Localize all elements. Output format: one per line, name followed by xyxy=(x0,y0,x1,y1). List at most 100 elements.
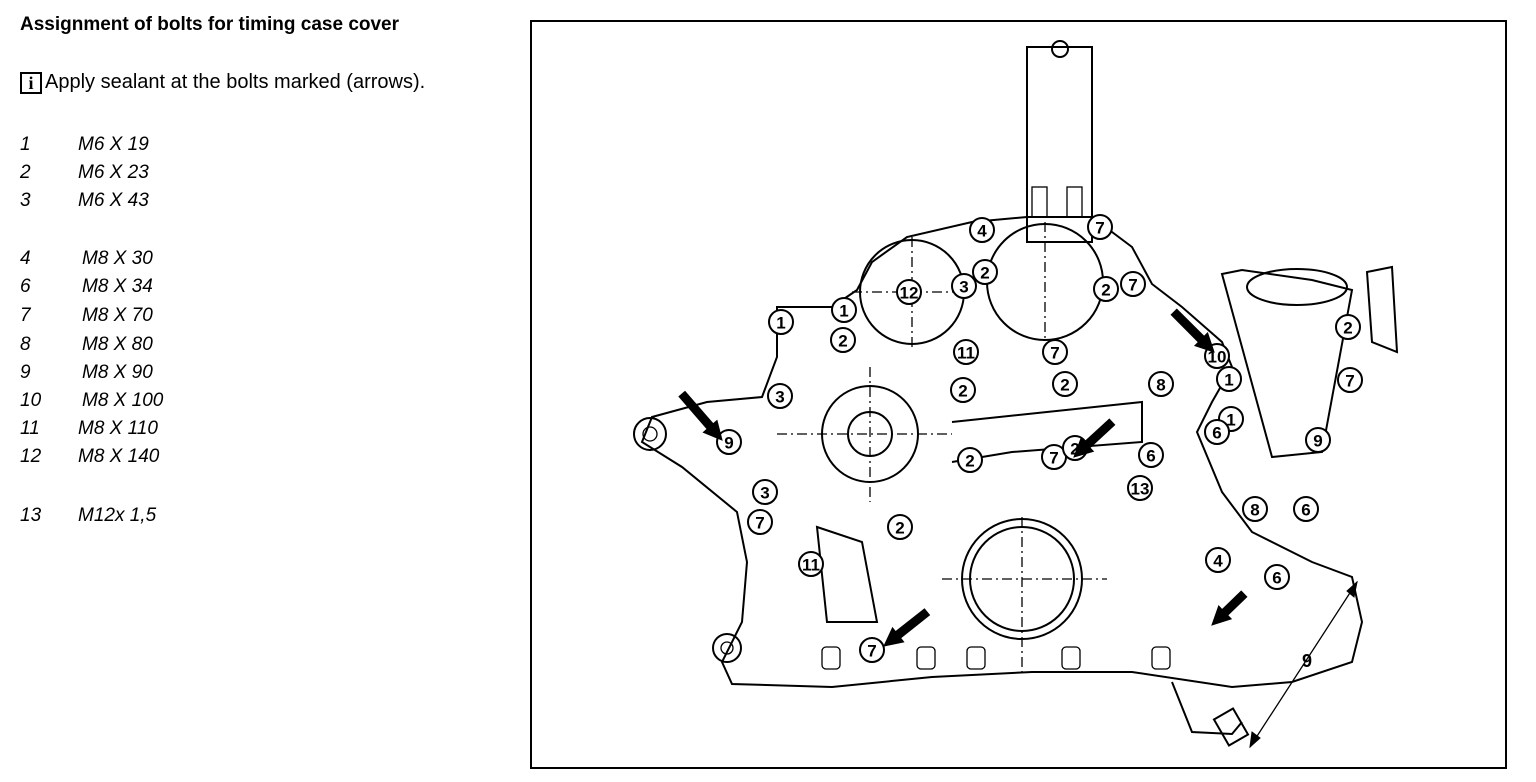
bolt-callout: 7 xyxy=(1087,214,1113,240)
callout-circle xyxy=(950,377,976,403)
callout-label: 8 xyxy=(1156,376,1165,395)
bolt-callout: 8 xyxy=(1148,371,1174,397)
callout-label: 9 xyxy=(1313,432,1322,451)
callout-circle xyxy=(716,429,742,455)
callout-circle xyxy=(1264,564,1290,590)
callout-label: 9 xyxy=(724,434,733,453)
bottom-slot xyxy=(1061,646,1081,670)
dimension-line xyxy=(1249,581,1358,748)
callout-circle xyxy=(747,509,773,535)
bolt-callout: 11 xyxy=(953,339,979,365)
info-icon: i xyxy=(20,71,42,94)
callout-label: 3 xyxy=(775,388,784,407)
callout-circle xyxy=(1093,276,1119,302)
sealant-arrow-icon xyxy=(678,390,723,441)
callout-circle xyxy=(752,479,778,505)
bolt-callout: 2 xyxy=(972,259,998,285)
left-mount-hole xyxy=(642,426,658,442)
callout-label: 7 xyxy=(1128,276,1137,295)
callout-circle xyxy=(1205,547,1231,573)
callout-circle xyxy=(896,279,922,305)
callout-label: 3 xyxy=(959,278,968,297)
callout-circle xyxy=(953,339,979,365)
bolt-number: 4 xyxy=(20,248,31,269)
callout-label: 2 xyxy=(965,452,974,471)
right-bracket xyxy=(1365,265,1399,354)
bolt-spec: M8 X 100 xyxy=(82,390,164,411)
callout-label: 3 xyxy=(760,484,769,503)
callout-label: 10 xyxy=(1208,348,1227,367)
callout-label: 7 xyxy=(1050,344,1059,363)
callout-circle xyxy=(1120,271,1146,297)
bolt-number: 6 xyxy=(20,276,31,297)
callout-label: 11 xyxy=(957,344,975,363)
bolt-callout: 2 xyxy=(1093,276,1119,302)
callout-label: 2 xyxy=(838,332,847,351)
bolt-number: 1 xyxy=(20,134,31,155)
callout-label: 2 xyxy=(958,382,967,401)
callout-circle xyxy=(859,637,885,663)
bolt-callout: 4 xyxy=(969,217,995,243)
bolt-spec: M8 X 70 xyxy=(82,305,153,326)
bolt-callout: 1 xyxy=(768,309,794,335)
bottom-slot xyxy=(916,646,936,670)
sealant-arrow-icon xyxy=(883,608,931,647)
sealant-arrow-icon xyxy=(1211,590,1248,626)
bolt-callout: 7 xyxy=(1337,367,1363,393)
bolt-callout: 9 xyxy=(716,429,742,455)
dimension-arrowhead xyxy=(1249,731,1261,749)
page-title: Assignment of bolts for timing case cove… xyxy=(20,14,400,35)
callout-label: 4 xyxy=(977,222,987,241)
bolt-callout: 7 xyxy=(859,637,885,663)
bolt-callout: 3 xyxy=(752,479,778,505)
bolt-callout: 6 xyxy=(1204,419,1230,445)
bolt-callout: 2 xyxy=(887,514,913,540)
bolt-number: 2 xyxy=(20,162,31,183)
bolt-callout: 6 xyxy=(1264,564,1290,590)
bolt-spec: M8 X 140 xyxy=(78,446,160,467)
callout-label: 7 xyxy=(1049,449,1058,468)
callout-label: 6 xyxy=(1301,501,1310,520)
dimension-label: 9 xyxy=(1302,651,1312,671)
callout-label: 6 xyxy=(1272,569,1281,588)
bolt-callout: 2 xyxy=(1052,371,1078,397)
callout-circle xyxy=(969,217,995,243)
bolt-spec: M12x 1,5 xyxy=(78,505,157,526)
callout-label: 6 xyxy=(1212,424,1221,443)
bolt-callout: 1 xyxy=(1216,366,1242,392)
callout-circle xyxy=(1242,496,1268,522)
bolt-callout: 2 xyxy=(957,447,983,473)
callout-circle xyxy=(1293,496,1319,522)
callout-circle xyxy=(1305,427,1331,453)
callout-circle xyxy=(1138,442,1164,468)
callout-circle xyxy=(1204,419,1230,445)
bolt-spec: M6 X 19 xyxy=(78,134,149,155)
bolt-callout: 7 xyxy=(1120,271,1146,297)
bolt-number: 9 xyxy=(20,362,31,383)
callout-label: 11 xyxy=(802,556,820,575)
callout-circle xyxy=(1052,371,1078,397)
left-mount-boss xyxy=(633,417,667,451)
bottom-slot xyxy=(821,646,841,670)
callout-circle xyxy=(831,297,857,323)
callout-label: 8 xyxy=(1250,501,1259,520)
callout-label: 2 xyxy=(980,264,989,283)
bolt-callout: 6 xyxy=(1293,496,1319,522)
callout-label: 2 xyxy=(1060,376,1069,395)
bolt-callout: 9 xyxy=(1305,427,1331,453)
bolt-spec: M6 X 23 xyxy=(78,162,149,183)
bolt-callout: 13 xyxy=(1127,475,1153,501)
bolt-number: 12 xyxy=(20,446,42,467)
callout-circle xyxy=(1335,314,1361,340)
bolt-spec: M8 X 30 xyxy=(82,248,153,269)
callout-label: 1 xyxy=(1224,371,1233,390)
callout-label: 1 xyxy=(776,314,785,333)
callout-circle xyxy=(887,514,913,540)
bolt-callout: 7 xyxy=(747,509,773,535)
bolt-spec: M8 X 90 xyxy=(82,362,153,383)
callout-circle xyxy=(1216,366,1242,392)
bolt-callout: 2 xyxy=(1335,314,1361,340)
bolt-number: 7 xyxy=(20,305,31,326)
